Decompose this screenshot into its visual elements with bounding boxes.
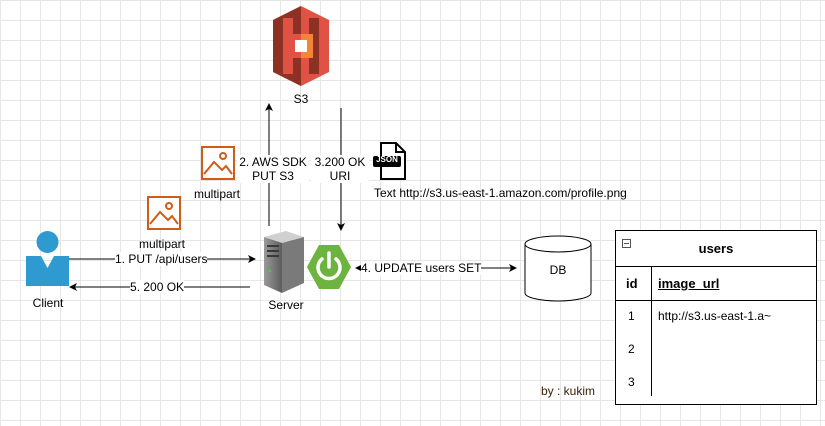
column-header-id: id xyxy=(626,276,638,291)
edge-1-label: 1. PUT /api/users xyxy=(115,252,208,266)
table-cell-id: 3 xyxy=(628,375,635,389)
image-icon xyxy=(147,196,181,230)
s3-bucket-icon xyxy=(273,6,329,86)
db-cylinder-icon xyxy=(524,235,592,302)
column-header-image-url: image_url xyxy=(658,276,720,291)
client-label: Client xyxy=(32,296,64,310)
s3-label: S3 xyxy=(293,92,309,106)
edge-2-label-line1: 2. AWS SDK xyxy=(237,155,309,169)
users-table: users id image_url 1 http://s3.us-east-1… xyxy=(615,230,817,405)
edge-3-label-line1: 3.200 OK xyxy=(311,155,369,169)
db-label: DB xyxy=(549,263,567,277)
json-file-text: Text http://s3.us-east-1.amazon.com/prof… xyxy=(374,186,627,200)
json-file-icon xyxy=(373,142,406,180)
table-cell-image-url: http://s3.us-east-1.a~ xyxy=(658,309,772,323)
server-label: Server xyxy=(268,298,304,312)
multipart-label-upper: multipart xyxy=(194,187,241,201)
author-credit: by : kukim xyxy=(541,384,596,398)
server-tower-icon xyxy=(264,231,304,293)
multipart-label-lower: multipart xyxy=(139,237,186,251)
table-cell-id: 2 xyxy=(628,342,635,356)
table-cell-id: 1 xyxy=(628,309,635,323)
edge-5-label: 5. 200 OK xyxy=(130,280,185,294)
edge-4-label: 4. UPDATE users SET xyxy=(361,261,482,275)
edge-3-label-line2: URI xyxy=(311,169,369,183)
spring-boot-icon xyxy=(307,245,351,289)
edge-2-label-line2: PUT S3 xyxy=(237,169,309,183)
table-title: users xyxy=(616,231,816,267)
collapse-icon[interactable] xyxy=(622,239,631,248)
client-user-icon xyxy=(26,231,69,286)
image-icon xyxy=(201,146,235,180)
json-badge: JSON xyxy=(376,155,398,164)
